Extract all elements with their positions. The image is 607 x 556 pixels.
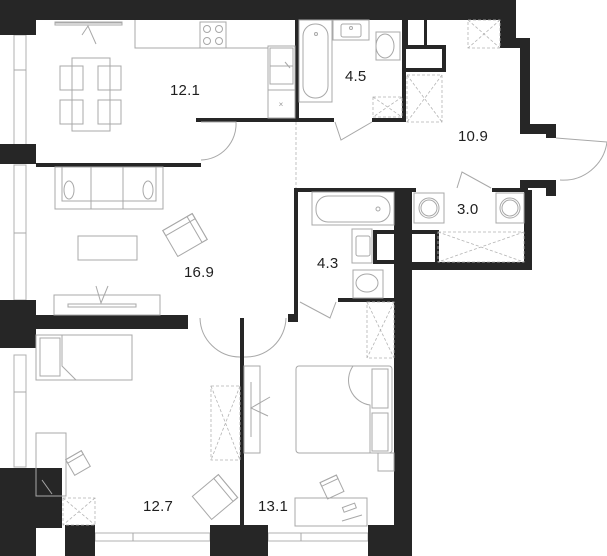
room-area-hallway: 10.9 bbox=[458, 128, 488, 145]
room-area-bedroom-1: 12.7 bbox=[143, 498, 173, 515]
laundry-fixtures bbox=[413, 192, 525, 224]
bathroom-1-fixtures bbox=[298, 19, 403, 118]
kitchen-furniture: × bbox=[54, 20, 296, 132]
room-area-bedroom-2: 13.1 bbox=[258, 498, 288, 515]
svg-text:×: × bbox=[279, 100, 284, 109]
room-area-laundry: 3.0 bbox=[457, 201, 479, 218]
walls bbox=[0, 0, 556, 556]
room-area-bathroom-1: 4.5 bbox=[345, 68, 367, 85]
bedroom-1-furniture bbox=[35, 334, 241, 526]
bathroom-2-fixtures bbox=[311, 191, 395, 299]
room-area-kitchen-dining: 12.1 bbox=[170, 82, 200, 99]
room-area-living-room: 16.9 bbox=[184, 264, 214, 281]
windows bbox=[13, 34, 369, 542]
room-area-bathroom-2: 4.3 bbox=[317, 255, 339, 272]
doors bbox=[199, 121, 607, 358]
shafts bbox=[366, 19, 525, 359]
living-room-furniture bbox=[53, 166, 208, 316]
bedroom-2-furniture bbox=[243, 365, 395, 527]
